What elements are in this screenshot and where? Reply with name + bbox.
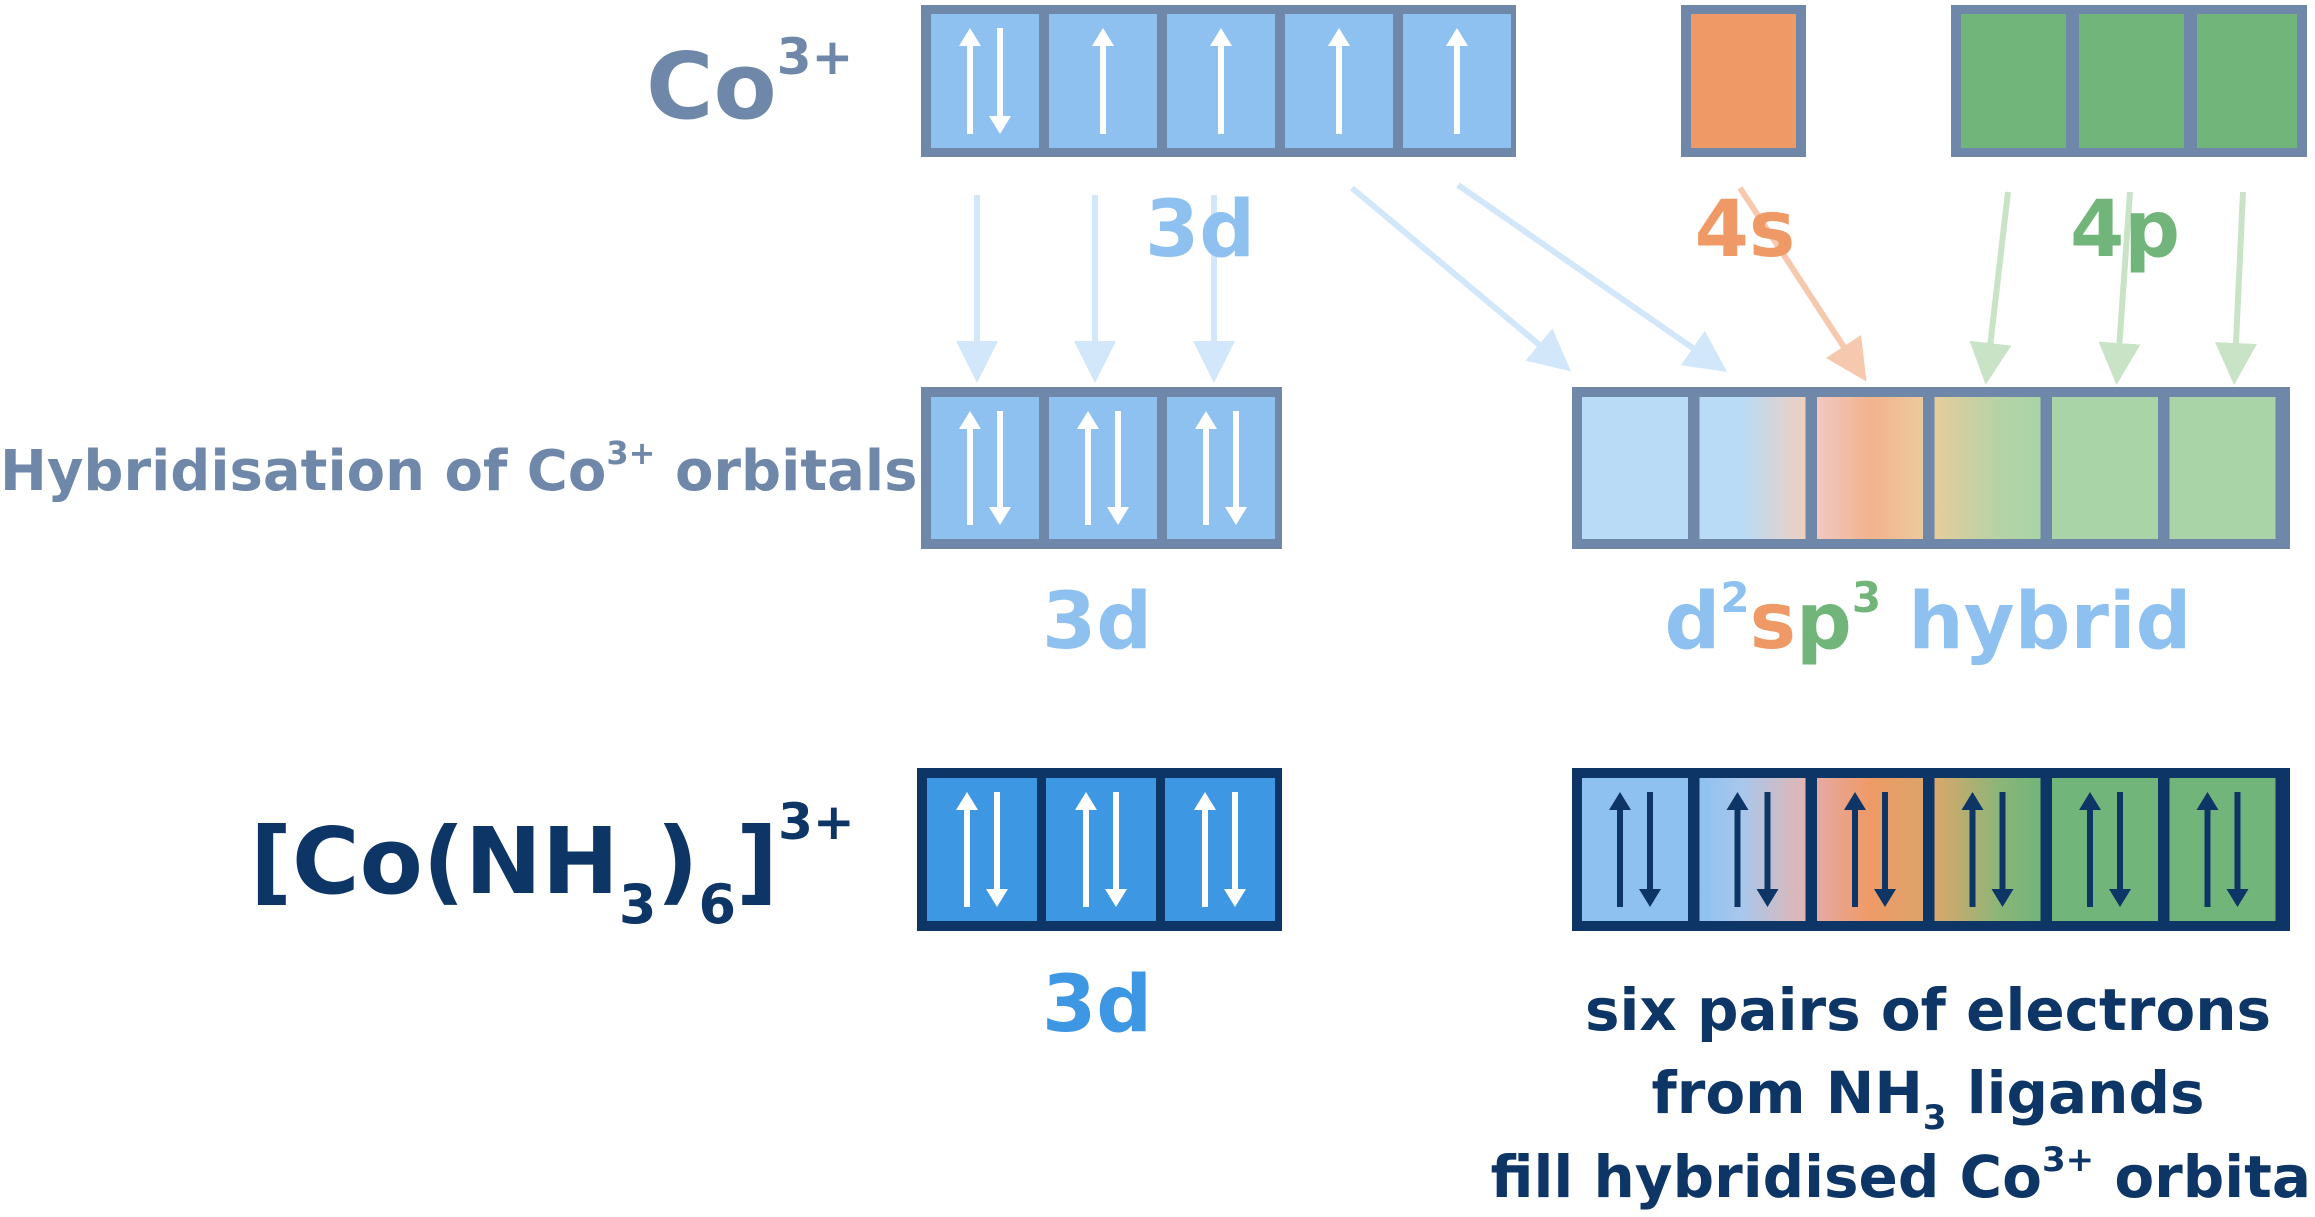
co-4s-orbital: [1681, 5, 1806, 157]
d2sp3-box-3: [1817, 397, 1923, 539]
spin-down-electron: [1874, 792, 1896, 907]
arrow-3d-to-hybrid-1: [1350, 185, 1572, 372]
co-3d-label: 3d: [1145, 185, 1255, 275]
co-ion-label: Co3+: [646, 28, 853, 140]
spin-down-electron: [2109, 792, 2131, 907]
spin-up-electron: [1075, 792, 1097, 907]
hybrid-3d-box-2: [1049, 397, 1157, 539]
d2sp3-box-5: [2052, 397, 2158, 539]
complex-hybrid-box-2: [1699, 778, 1806, 921]
spin-up-electron: [1726, 792, 1749, 907]
complex-hybrid-box-1: [1582, 778, 1688, 921]
d2sp3-box-6: [2169, 397, 2276, 539]
spin-down-electron: [989, 28, 1011, 134]
spin-up-electron: [1446, 28, 1468, 134]
arrow-4p-to-hybrid-2: [2098, 191, 2141, 385]
arrow-4p-to-hybrid-1: [1969, 191, 2012, 385]
note-line-2: from NH3 ligands: [1651, 1059, 2204, 1138]
spin-up-electron: [1092, 28, 1114, 134]
hybrid-3d-label: 3d: [1042, 577, 1152, 667]
arrow-3d-to-hybrid-2: [1456, 182, 1728, 372]
note-line-3: fill hybridised Co3+ orbitals: [1491, 1140, 2315, 1211]
spin-up-electron: [1077, 411, 1099, 525]
co-3d-box-5: [1403, 14, 1511, 148]
complex-3d-orbitals: [917, 768, 1282, 931]
co-3d-box-2: [1049, 14, 1157, 148]
co-3d-box-3: [1167, 14, 1275, 148]
complex-hybrid-box-5: [2052, 778, 2158, 921]
co-3d-orbitals: [921, 5, 1516, 157]
spin-down-electron: [986, 792, 1008, 907]
co-4p-label: 4p: [2070, 185, 2180, 275]
complex-hybrid-box-6: [2169, 778, 2276, 921]
spin-up-electron: [1210, 28, 1232, 134]
spin-up-electron: [1844, 792, 1866, 907]
spin-down-electron: [1225, 411, 1247, 525]
complex-3d-box-3: [1165, 778, 1275, 921]
co-3d-box-4: [1285, 14, 1393, 148]
spin-up-electron: [956, 792, 978, 907]
row2-hybridisation: Hybridisation of Co3+ orbitals 3d d2sp3 …: [0, 387, 2290, 667]
spin-up-electron: [2079, 792, 2101, 907]
spin-up-electron: [1328, 28, 1350, 134]
spin-down-electron: [1105, 792, 1127, 907]
complex-hybrid-orbitals: [1572, 768, 2290, 931]
d2sp3-box-4: [1934, 397, 2041, 539]
co-3d-box-1: [931, 14, 1039, 148]
d2sp3-box-1: [1582, 397, 1688, 539]
spin-down-electron: [1991, 792, 2014, 907]
hybrid-3d-box-1: [931, 397, 1039, 539]
d2sp3-box-2: [1699, 397, 1806, 539]
complex-3d-box-2: [1046, 778, 1156, 921]
spin-up-electron: [1961, 792, 1984, 907]
complex-formula: [Co(NH3)6]3+: [250, 793, 855, 936]
spin-up-electron: [2196, 792, 2219, 907]
spin-down-electron: [989, 411, 1011, 525]
complex-3d-label: 3d: [1042, 960, 1152, 1050]
arrow-4s-to-hybrid: [1737, 186, 1867, 382]
spin-up-electron: [1609, 792, 1631, 907]
spin-up-electron: [959, 28, 981, 134]
spin-down-electron: [1756, 792, 1779, 907]
transition-arrows: [956, 182, 2257, 385]
complex-3d-box-1: [927, 778, 1037, 921]
hybridisation-title: Hybridisation of Co3+ orbitals: [0, 434, 917, 504]
hybrid-3d-box-3: [1167, 397, 1275, 539]
d2sp3-hybrid-label: d2sp3 hybrid: [1665, 573, 2192, 667]
arrow-4p-to-hybrid-3: [2214, 191, 2257, 385]
ligand-note: six pairs of electrons from NH3 ligands …: [1491, 976, 2315, 1211]
row1-co-ion: Co3+ 3d 4s 4p: [646, 5, 2307, 275]
d2sp3-hybrid-orbitals: [1572, 387, 2290, 549]
spin-down-electron: [2226, 792, 2249, 907]
spin-up-electron: [959, 411, 981, 525]
row3-complex: [Co(NH3)6]3+ 3d six pairs of electrons f…: [250, 768, 2315, 1211]
spin-up-electron: [1194, 792, 1216, 907]
spin-up-electron: [1195, 411, 1217, 525]
spin-down-electron: [1639, 792, 1661, 907]
co-4s-label: 4s: [1695, 185, 1796, 275]
note-line-1: six pairs of electrons: [1585, 976, 2271, 1044]
hybrid-3d-orbitals: [921, 387, 1282, 549]
co-4p-orbitals: [1951, 5, 2307, 157]
spin-down-electron: [1107, 411, 1129, 525]
complex-hybrid-box-4: [1934, 778, 2041, 921]
spin-down-electron: [1224, 792, 1246, 907]
complex-hybrid-box-3: [1817, 778, 1923, 921]
